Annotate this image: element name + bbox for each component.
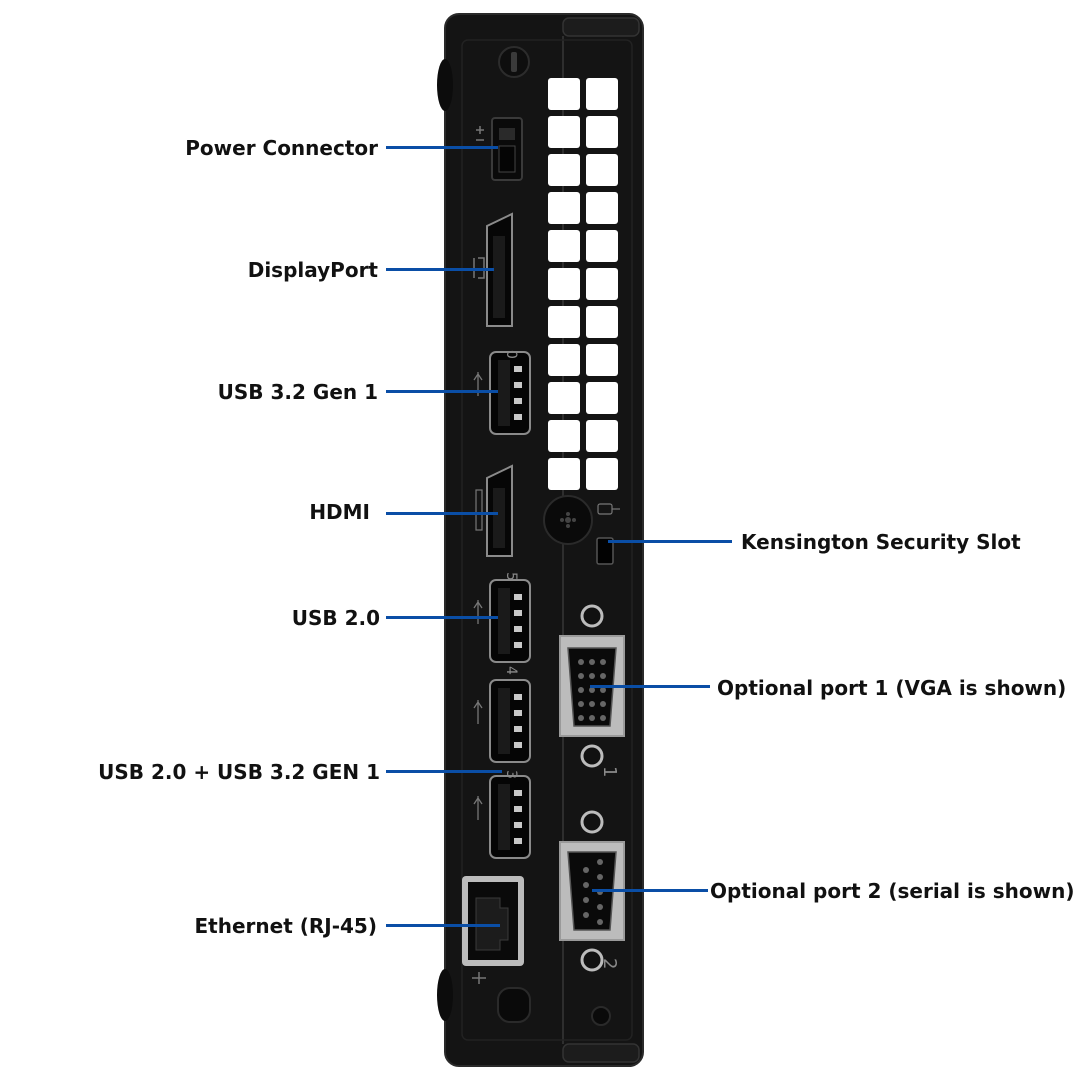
label-kensington: Kensington Security Slot [741,530,1021,554]
vent-slot [548,78,580,110]
vga-port [559,604,625,768]
port-number-usb-top: 0 [503,350,519,359]
leader-power-connector [386,146,498,149]
leader-optional-port-1 [590,685,710,688]
label-usb32-gen1: USB 3.2 Gen 1 [217,380,378,404]
vent-slot [548,458,580,490]
usb-port [473,579,531,663]
hdmi-icon [475,489,483,531]
vent-slot [548,268,580,300]
leader-optional-port-2 [592,889,708,892]
vent-grid [548,78,618,490]
vent-slot [586,78,618,110]
port-number-usb-mid2: 4 [503,666,519,675]
vent-slot [586,116,618,148]
bottom-screw [497,987,611,1026]
leader-usb20-usb32 [386,770,502,773]
leader-usb20 [386,616,498,619]
top-screw [498,46,530,78]
label-power-connector: Power Connector [185,136,378,160]
vent-slot [586,230,618,262]
power-plug-icon [476,126,484,141]
label-usb20: USB 2.0 [291,606,380,630]
vent-slot [548,344,580,376]
vent-slot [548,116,580,148]
label-ethernet: Ethernet (RJ-45) [194,914,377,938]
label-optional-port-2: Optional port 2 (serial is shown) [710,879,1075,903]
usb-icon [473,600,483,624]
leader-ethernet [386,924,500,927]
port-number-usb-mid: 5 [503,572,519,581]
vent-slot [586,382,618,414]
thumbscrew [543,495,593,545]
label-optional-port-1: Optional port 1 (VGA is shown) [717,676,1067,700]
label-usb20-usb32: USB 2.0 + USB 3.2 GEN 1 [98,760,380,784]
usb-port [473,351,531,435]
usb-port [473,679,531,763]
displayport-port [486,212,513,327]
vent-slot [548,230,580,262]
port-number-usb-bottom: 3 [503,770,519,779]
hdmi-port [486,464,513,557]
leader-hdmi [386,512,498,515]
padlock-icon [597,503,620,515]
vent-slot [586,192,618,224]
leader-displayport [386,268,494,271]
port-number-labels: 0 5 4 3 1 2 [503,350,620,969]
kensington-slot [596,537,614,565]
usb-icon [473,700,483,724]
vent-slot [548,154,580,186]
ethernet-port [462,876,524,966]
port-number-serial: 2 [599,958,620,969]
vent-slot [586,458,618,490]
label-displayport: DisplayPort [247,258,378,282]
vent-slot [586,306,618,338]
port-number-vga: 1 [599,766,620,777]
leader-usb32-gen1 [386,390,498,393]
label-hdmi: HDMI [309,500,370,524]
usb-port [473,775,531,859]
vent-slot [586,420,618,452]
vent-slot [586,268,618,300]
vent-slot [548,306,580,338]
vent-slot [586,344,618,376]
vent-slot [548,192,580,224]
vent-slot [586,154,618,186]
leader-kensington [608,540,732,543]
usb-ports [473,351,531,859]
vent-slot [548,420,580,452]
vent-slot [548,382,580,414]
network-icon [472,972,486,984]
power-connector-port [491,117,523,181]
usb-icon [473,796,483,820]
